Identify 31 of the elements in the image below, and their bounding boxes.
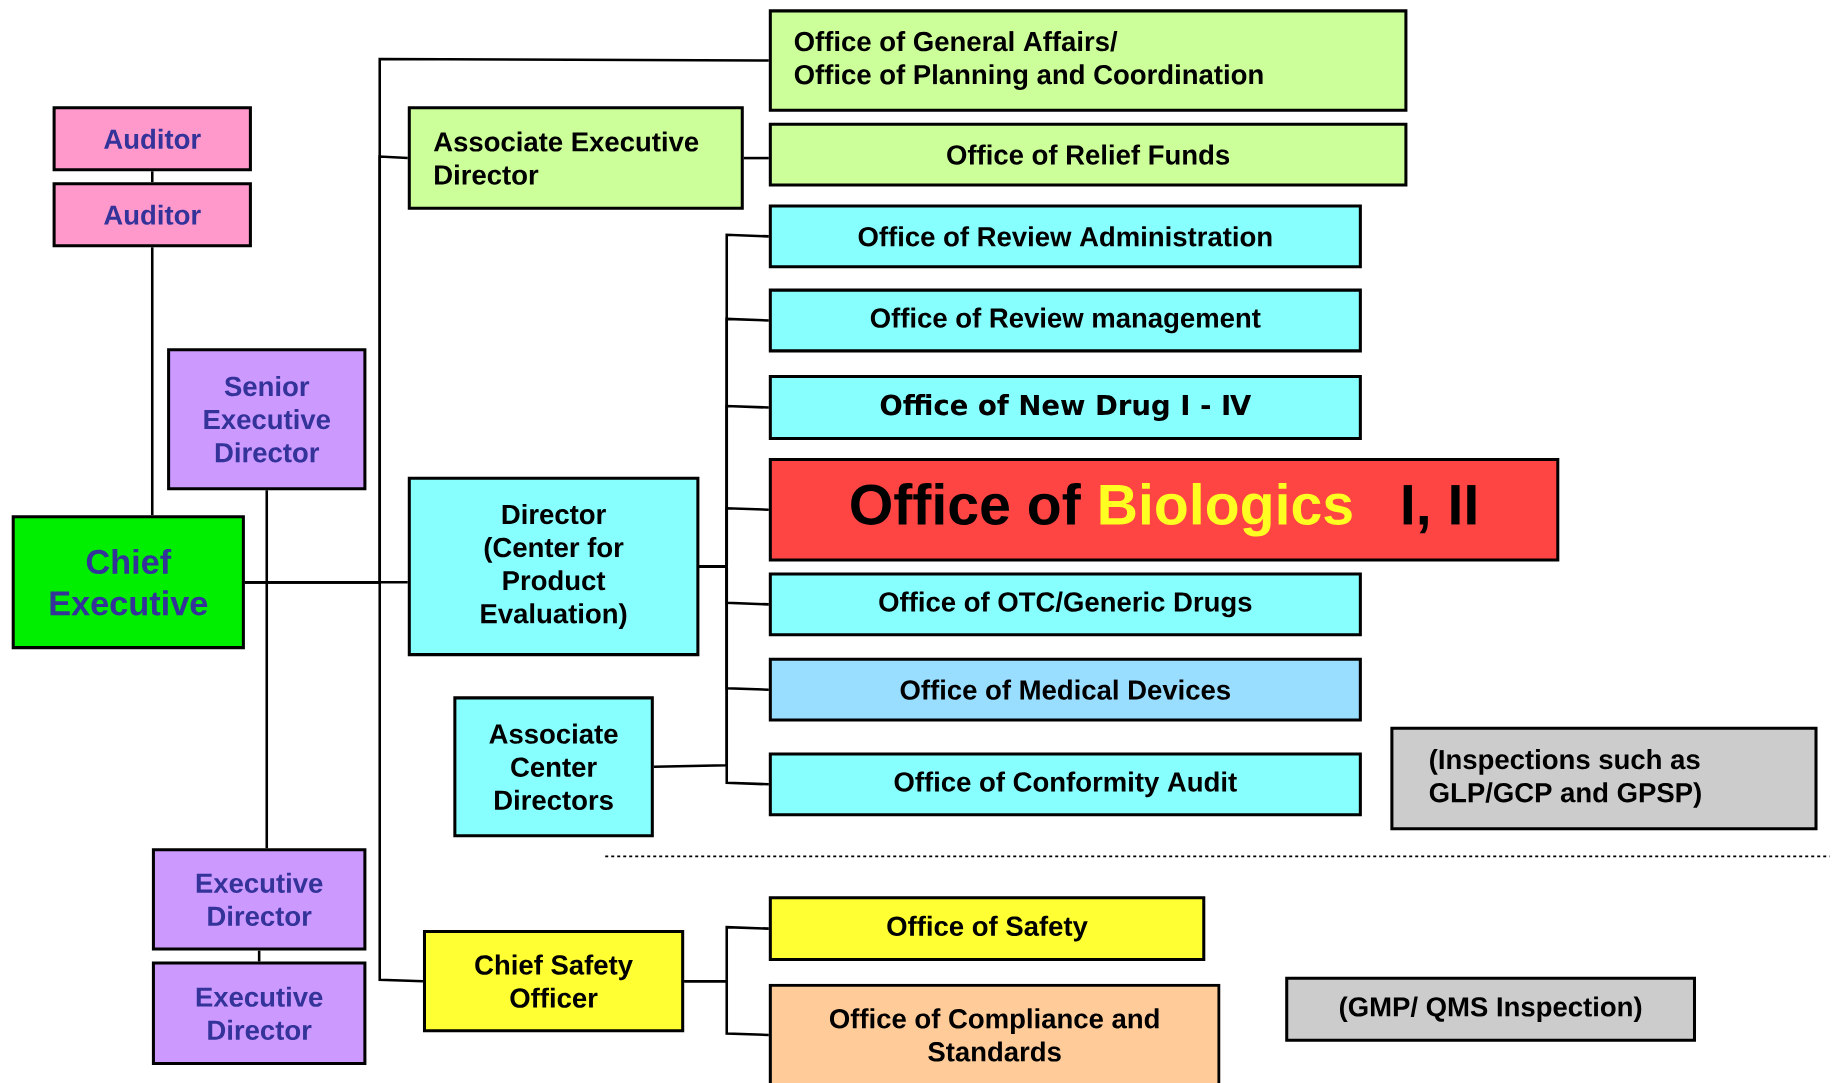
chief-box: Chief Executive [11,515,245,650]
office-box: Office of Review Administration [768,204,1362,269]
officer-box: Chief Safety Officer [422,930,685,1033]
office-box: Office of General Affairs/ Office of Planning and Coordination [768,9,1408,112]
director-box: Executive Director [151,961,367,1066]
connector-line [150,171,154,183]
director-box: Associate Executive Director [407,106,744,210]
auditor-box: Auditor [52,106,252,172]
office-box: Office of Compliance and Standards [768,983,1221,1083]
director-box: Director (Center for Product Evaluation) [407,476,700,657]
connector-line [150,247,154,516]
office-box: Office of Safety [768,896,1206,962]
office-box: Office of Biologics I, II [768,457,1560,562]
director-box: Associate Center Directors [453,696,654,838]
office-box: Office of Review management [768,288,1362,353]
connector-line [244,580,423,983]
office-box: Office of Relief Funds [768,122,1408,187]
office-box: Office of Medical Devices [768,657,1362,722]
connector-line [265,490,269,849]
director-box: Senior Executive Director [167,348,367,491]
note-box: (GMP/ QMS Inspection) [1285,976,1696,1042]
connector-line [699,565,769,786]
office-box: Office of Conformity Audit [768,752,1362,817]
auditor-box: Auditor [52,182,252,248]
office-box: Office of OTC/Generic Drugs [768,572,1362,637]
connector-line [684,979,769,1037]
connector-line [257,950,261,962]
director-box: Executive Director [151,848,367,951]
office-box: Office of New Drug I - Ⅳ [768,375,1362,440]
note-box: (Inspections such as GLP/GCP and GPSP) [1390,726,1818,831]
connector-line [743,156,769,160]
